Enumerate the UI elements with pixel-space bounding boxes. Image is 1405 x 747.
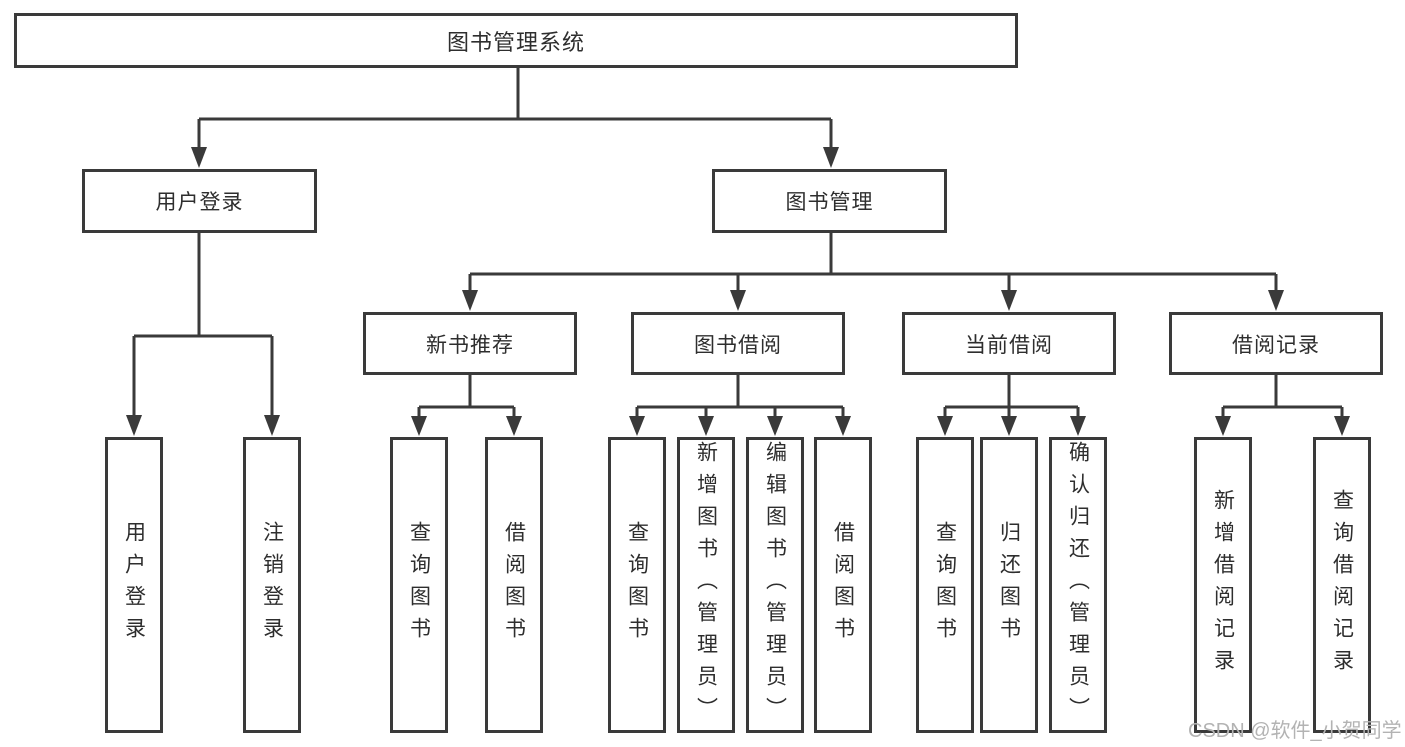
leaf-label: 新增图书（管理员） (694, 441, 718, 729)
connector-book-borrow-branch (629, 375, 851, 436)
node-label: 图书管理 (785, 191, 874, 214)
leaf-borrow-borrow-books: 借阅图书 (814, 437, 872, 733)
csdn-watermark: CSDN @软件_小贺同学 (1188, 720, 1402, 742)
node-label: 新书推荐 (426, 333, 514, 357)
leaf-current-query-books: 查询图书 (916, 437, 974, 733)
leaf-label: 编辑图书（管理员） (763, 441, 787, 729)
leaf-label: 新增借阅记录 (1211, 489, 1235, 681)
node-label: 借阅记录 (1232, 333, 1320, 357)
leaf-records-add-record: 新增借阅记录 (1194, 437, 1252, 733)
leaf-borrow-add-books-admin: 新增图书（管理员） (677, 437, 735, 733)
leaf-label: 借阅图书 (831, 521, 855, 649)
node-library-management-system: 图书管理系统 (14, 13, 1018, 68)
connector-new-book-branch (411, 375, 522, 436)
leaf-label: 查询图书 (933, 521, 957, 649)
leaf-label: 用户登录 (122, 521, 146, 649)
node-borrow-records: 借阅记录 (1169, 312, 1383, 375)
connector-current-borrow-branch (937, 375, 1086, 436)
node-current-borrow: 当前借阅 (902, 312, 1116, 375)
leaf-label: 确认归还（管理员） (1066, 441, 1090, 729)
leaf-label: 查询图书 (407, 521, 431, 649)
node-book-management: 图书管理 (712, 169, 947, 233)
leaf-logout: 注销登录 (243, 437, 301, 733)
connector-root-branch (191, 68, 839, 168)
leaf-newbook-borrow-books: 借阅图书 (485, 437, 543, 733)
leaf-current-return-books: 归还图书 (980, 437, 1038, 733)
leaf-records-query-record: 查询借阅记录 (1313, 437, 1371, 733)
leaf-label: 查询借阅记录 (1330, 489, 1354, 681)
leaf-label: 归还图书 (997, 521, 1021, 649)
node-user-login: 用户登录 (82, 169, 317, 233)
leaf-label: 注销登录 (260, 521, 284, 649)
node-label: 图书借阅 (694, 333, 782, 357)
leaf-newbook-query-books: 查询图书 (390, 437, 448, 733)
node-new-book-recommend: 新书推荐 (363, 312, 577, 375)
leaf-user-login: 用户登录 (105, 437, 163, 733)
connector-user-login-branch (126, 233, 280, 436)
node-label: 图书管理系统 (446, 29, 585, 55)
node-book-borrow: 图书借阅 (631, 312, 845, 375)
leaf-label: 借阅图书 (502, 521, 526, 649)
leaf-current-confirm-return-admin: 确认归还（管理员） (1049, 437, 1107, 733)
connector-borrow-records-branch (1215, 375, 1350, 436)
node-label: 用户登录 (155, 191, 244, 214)
leaf-borrow-query-books: 查询图书 (608, 437, 666, 733)
leaf-borrow-edit-books-admin: 编辑图书（管理员） (746, 437, 804, 733)
node-label: 当前借阅 (965, 333, 1053, 357)
leaf-label: 查询图书 (625, 521, 649, 649)
connector-book-management-branch (462, 233, 1284, 311)
